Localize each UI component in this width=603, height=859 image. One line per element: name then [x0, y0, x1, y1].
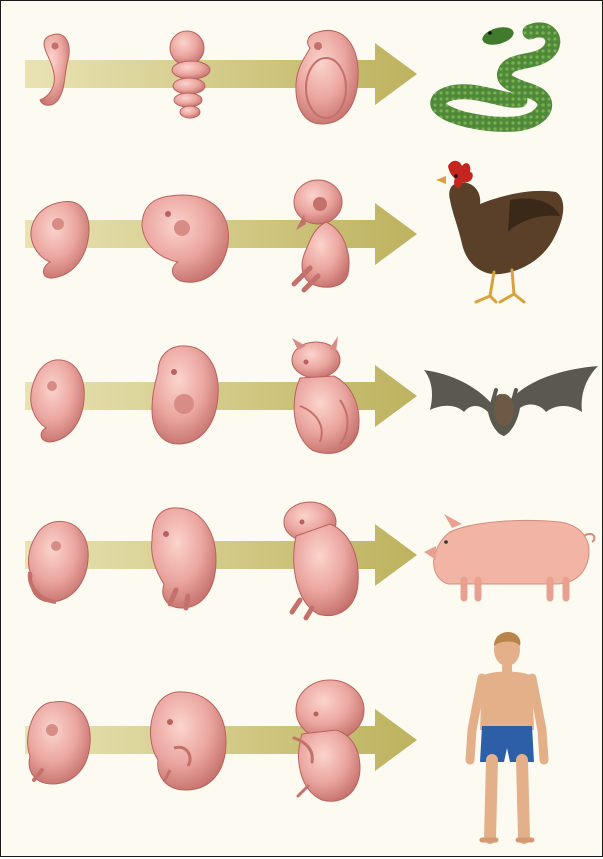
embryo-stage-3 — [284, 502, 358, 618]
embryo-stage-1 — [29, 521, 89, 602]
chicken-icon — [436, 161, 563, 302]
embryo-stage-1 — [31, 201, 89, 278]
row-human — [25, 632, 544, 840]
embryo-stage-3 — [296, 30, 358, 124]
embryo-stage-1 — [31, 360, 84, 442]
embryo-stage-2 — [142, 195, 228, 282]
embryo-stage-2 — [170, 31, 210, 118]
embryo-stage-2 — [152, 508, 216, 608]
bat-icon — [424, 366, 598, 436]
snake-icon — [438, 24, 553, 124]
row-bat — [25, 336, 598, 453]
row-chicken — [25, 161, 563, 302]
human-icon — [470, 632, 544, 840]
row-snake — [25, 24, 553, 124]
embryo-stage-2 — [151, 692, 226, 790]
pig-icon — [424, 514, 594, 598]
row-pig — [25, 502, 594, 618]
embryo-stage-2 — [152, 346, 218, 444]
embryo-stage-1 — [28, 701, 91, 784]
embryo-stage-3 — [292, 336, 359, 453]
